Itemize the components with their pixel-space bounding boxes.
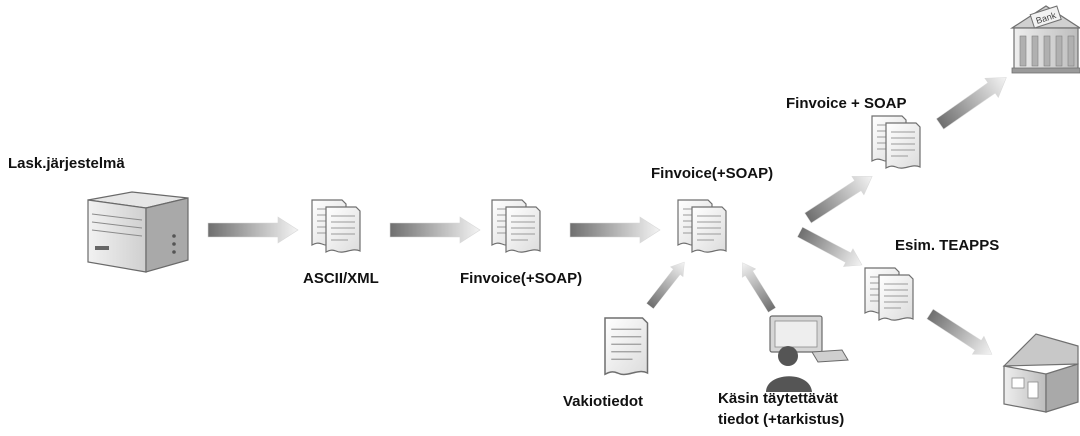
arrow-from-manual-entry: [735, 258, 780, 315]
label-vakiotiedot: Vakiotiedot: [563, 393, 644, 410]
bank-document-icon: [872, 116, 920, 168]
label-manual-entry: Käsin täytettävät tiedot (+tarkistus): [718, 388, 844, 430]
label-manual-entry-line2: tiedot (+tarkistus): [718, 411, 845, 428]
finvoice-document-icon: [492, 200, 540, 252]
arrow-finvoice-to-operator: [569, 216, 661, 244]
label-finvoice-soap-center: Finvoice(+SOAP): [651, 165, 774, 182]
arrow-to-bank: [933, 67, 1014, 134]
arrow-to-receiver-building: [923, 304, 998, 364]
server-icon: [87, 191, 189, 273]
arrow-to-finvoice-soap: [801, 166, 879, 228]
bank-building-icon: Bank: [1011, 5, 1080, 74]
receiver-building-icon: [1002, 333, 1079, 413]
label-finvoice-plus-soap: Finvoice + SOAP: [786, 95, 907, 112]
person-at-computer-icon: [766, 315, 849, 392]
label-manual-entry-line1: Käsin täytettävät: [718, 390, 839, 407]
arrow-ascii-to-finvoice: [389, 216, 481, 244]
label-ascii-xml: ASCII/XML: [303, 270, 379, 287]
teapps-document-icon: [865, 268, 913, 320]
label-finvoice-soap-mid: Finvoice(+SOAP): [460, 270, 583, 287]
vakiotiedot-document-icon: [604, 317, 649, 376]
operator-document-icon: [678, 200, 726, 252]
arrow-server-to-ascii: [207, 216, 299, 244]
arrow-to-teapps: [795, 222, 867, 275]
ascii-xml-document-icon: [312, 200, 360, 252]
label-esim-teapps: Esim. TEAPPS: [895, 237, 1000, 254]
arrow-from-vakiotiedot: [643, 256, 691, 312]
label-lask-jarjestelma: Lask.järjestelmä: [8, 155, 125, 172]
